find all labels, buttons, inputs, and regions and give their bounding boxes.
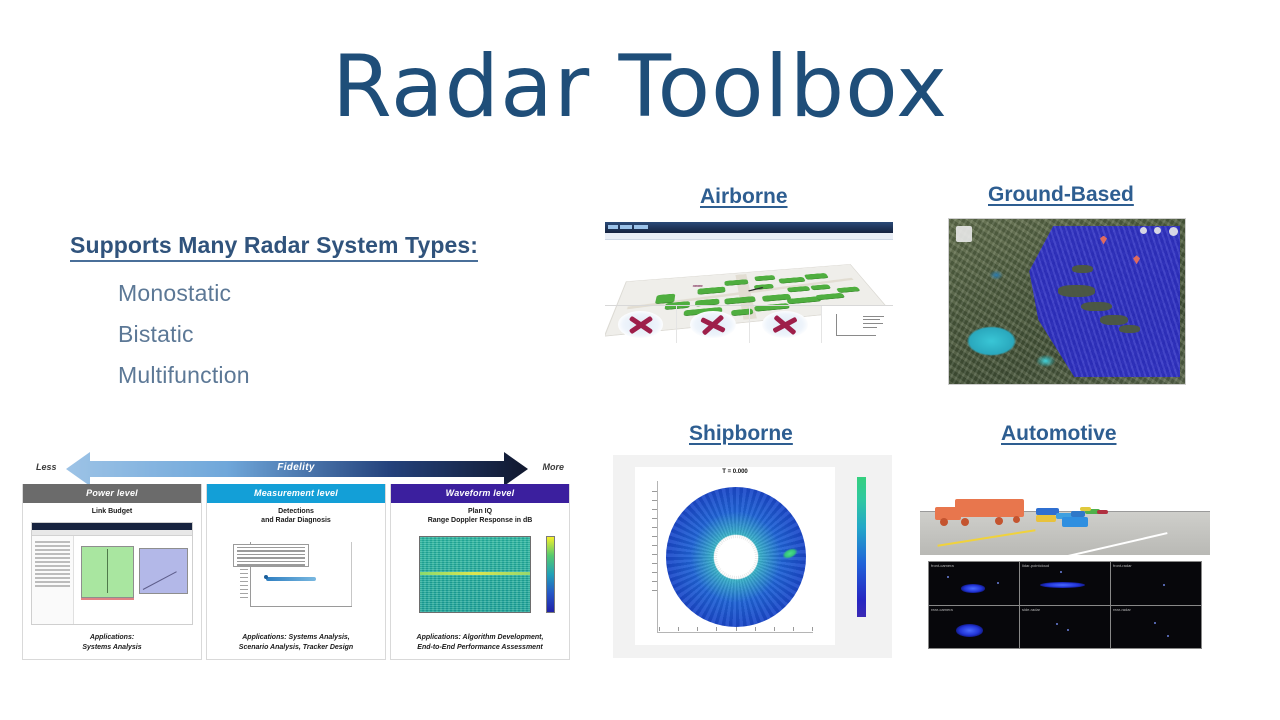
ppi-colorbar (857, 477, 866, 617)
blind-zone (717, 538, 755, 576)
list-item: Monostatic (118, 280, 232, 306)
panel-subtitle: Plan IQ Range Doppler Response in dB (427, 508, 533, 524)
app-titlebar (32, 522, 192, 530)
link-budget-plot-green (80, 546, 134, 598)
figure-window-titlebar (605, 222, 893, 233)
app-plot-area (73, 535, 192, 625)
detection-panel: lidar-pointcloud (1020, 562, 1110, 605)
detection-panel: front-radar (1111, 562, 1201, 605)
map-marker (1100, 235, 1108, 245)
sea-clutter-disc (666, 487, 806, 627)
map-control-icon (1140, 227, 1148, 235)
vehicle (1070, 511, 1086, 517)
detection-panel: rear-radar (1111, 605, 1201, 648)
list-item: Bistatic (118, 321, 194, 347)
link-budget-plot-blue (138, 548, 189, 595)
vehicle (1085, 509, 1100, 514)
fidelity-arrow: Less More Fidelity (22, 450, 570, 488)
radar-beam (266, 577, 316, 582)
driving-scenario-view (920, 455, 1210, 555)
truck-cab (934, 507, 961, 520)
detection-panel: rear-camera (929, 605, 1019, 648)
map-menu-icon (1168, 227, 1178, 237)
map-compass-icon (956, 225, 973, 242)
figure-airborne (605, 222, 893, 381)
radar-system-types-block: Supports Many Radar System Types: Monost… (70, 232, 479, 403)
radar-origin-marker (264, 575, 269, 580)
figure-window-toolbar (605, 233, 893, 240)
rcs-pattern-3 (750, 306, 822, 343)
panel-bar-label: Measurement level (207, 484, 385, 503)
section-heading-automotive: Automotive (1001, 422, 1117, 445)
detections-3d-plot (213, 535, 379, 626)
panel-caption: Applications: Systems Analysis (82, 634, 142, 651)
vehicle (1079, 507, 1092, 511)
ppi-x-ticks (659, 627, 813, 631)
panel-figure-detections (211, 529, 381, 628)
vehicle (1056, 513, 1074, 519)
fidelity-panel-power: Power level Link Budget (22, 484, 202, 660)
ppi-display: T = 0.000 (635, 467, 835, 645)
detection-panel: side-radar (1020, 605, 1110, 648)
vehicle (1036, 508, 1060, 515)
radar-system-types-heading: Supports Many Radar System Types: (70, 232, 479, 262)
section-heading-shipborne: Shipborne (689, 422, 793, 445)
colorbar (546, 536, 555, 614)
panel-bar-label: Power level (23, 484, 201, 503)
fidelity-panel-measurement: Measurement level Detections and Radar D… (206, 484, 386, 660)
target-return (780, 545, 800, 561)
section-heading-ground-based: Ground-Based (988, 183, 1134, 206)
fidelity-arrow-graphic (66, 452, 528, 486)
y-axis-ticks (239, 562, 248, 607)
figure-shipborne: T = 0.000 (613, 455, 892, 658)
airborne-scene (605, 240, 893, 343)
detection-panel: front-camera (929, 562, 1019, 605)
rcs-pattern-row (605, 305, 893, 343)
window-menu-icon (608, 225, 648, 229)
app-window-mock (31, 521, 193, 626)
fidelity-panel-waveform: Waveform level Plan IQ Range Doppler Res… (390, 484, 570, 660)
plot-legend (232, 543, 310, 568)
fidelity-more-label: More (542, 462, 564, 472)
app-sidebar (32, 535, 74, 625)
rcs-legend (821, 306, 893, 343)
panel-figure-range-doppler (395, 529, 565, 628)
panel-subtitle: Link Budget (91, 508, 133, 515)
vehicle (1096, 510, 1109, 514)
app-toolbar (32, 529, 192, 536)
vehicle (1036, 515, 1057, 522)
figure-ground-based (948, 218, 1186, 385)
radar-system-types-list: Monostatic Bistatic Multifunction (70, 280, 478, 389)
fidelity-panels: Power level Link Budget (22, 484, 570, 660)
fidelity-less-label: Less (36, 462, 57, 472)
fidelity-axis-label: Fidelity (277, 462, 315, 473)
ppi-title: T = 0.000 (722, 469, 748, 475)
detection-panel-grid: front-camera lidar-pointcloud front-rada… (928, 561, 1202, 649)
section-heading-airborne: Airborne (700, 185, 788, 208)
figure-automotive: front-camera lidar-pointcloud front-rada… (920, 455, 1210, 655)
rcs-pattern-1 (605, 306, 678, 343)
aircraft-track (693, 285, 704, 288)
truck-body (954, 499, 1025, 517)
map-marker (1133, 255, 1141, 265)
page-title: Radar Toolbox (331, 37, 949, 137)
panel-figure-link-budget (27, 520, 197, 627)
panel-caption: Applications: Systems Analysis, Scenario… (238, 634, 354, 651)
ppi-axes (657, 481, 813, 633)
vehicle (1062, 517, 1089, 527)
map-control-icon (1154, 227, 1162, 235)
target-streak (419, 571, 530, 575)
ppi-y-ticks (649, 483, 657, 631)
range-doppler-heatmap (418, 536, 531, 614)
rcs-pattern-2 (677, 306, 750, 343)
panel-caption: Applications: Algorithm Development, End… (416, 634, 544, 651)
list-item: Multifunction (118, 362, 250, 388)
panel-bar-label: Waveform level (391, 484, 569, 503)
panel-subtitle: Detections and Radar Diagnosis (261, 508, 331, 524)
